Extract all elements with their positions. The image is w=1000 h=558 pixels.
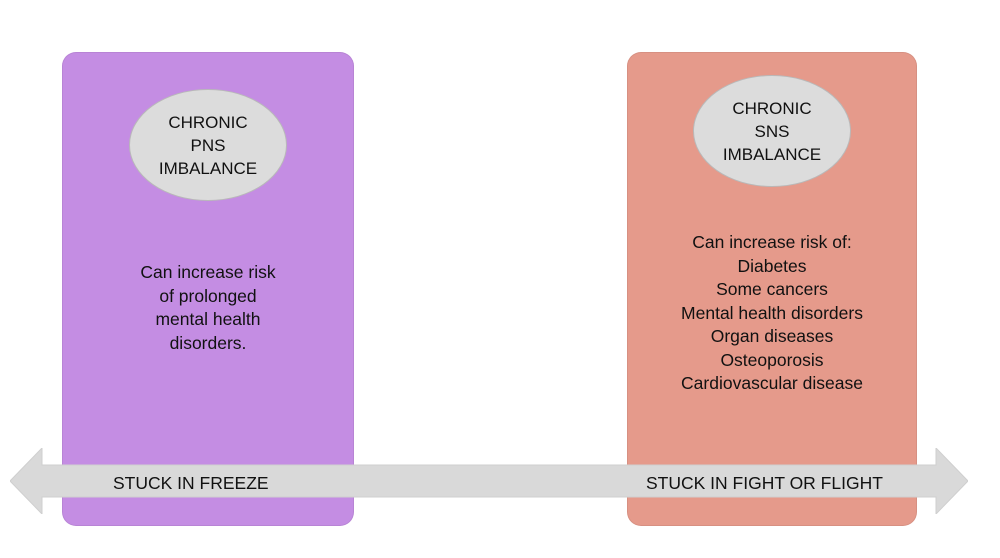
stuck-in-fight-or-flight-label: STUCK IN FIGHT OR FLIGHT <box>646 473 883 493</box>
sns-risk-text: Can increase risk of: Diabetes Some canc… <box>628 231 916 396</box>
pns-ellipse-line: PNS <box>190 135 226 155</box>
pns-panel: CHRONIC PNS IMBALANCE Can increase risk … <box>62 52 354 526</box>
pns-risk-text: Can increase risk of prolonged mental he… <box>63 261 353 355</box>
sns-risk-item: Cardiovascular disease <box>681 373 863 393</box>
double-headed-arrow-shape <box>10 448 968 514</box>
sns-panel: CHRONIC SNS IMBALANCE Can increase risk … <box>627 52 917 526</box>
sns-ellipse-line: IMBALANCE <box>722 144 822 164</box>
sns-risk-item: Some cancers <box>716 279 828 299</box>
sns-risk-item: Osteoporosis <box>720 349 824 370</box>
pns-imbalance-ellipse: CHRONIC PNS IMBALANCE <box>129 89 287 201</box>
pns-ellipse-line: CHRONIC <box>168 112 248 132</box>
sns-imbalance-ellipse: CHRONIC SNS IMBALANCE <box>693 75 851 187</box>
sns-risk-item: Organ diseases <box>710 326 834 346</box>
pns-risk-line: mental health <box>155 309 261 329</box>
pns-risk-line: Can increase risk <box>140 262 276 282</box>
sns-ellipse-line: CHRONIC <box>732 98 812 118</box>
pns-risk-line: of prolonged <box>159 285 257 306</box>
sns-risk-item: Mental health disorders <box>681 302 863 323</box>
sns-ellipse-line: SNS <box>754 121 790 141</box>
pns-ellipse-line: IMBALANCE <box>158 158 258 178</box>
sns-risk-item: Diabetes <box>737 255 807 276</box>
stuck-in-freeze-label: STUCK IN FREEZE <box>113 473 269 493</box>
pns-risk-line: disorders. <box>169 332 247 353</box>
double-headed-arrow <box>10 448 968 514</box>
sns-risk-heading: Can increase risk of: <box>692 232 852 252</box>
